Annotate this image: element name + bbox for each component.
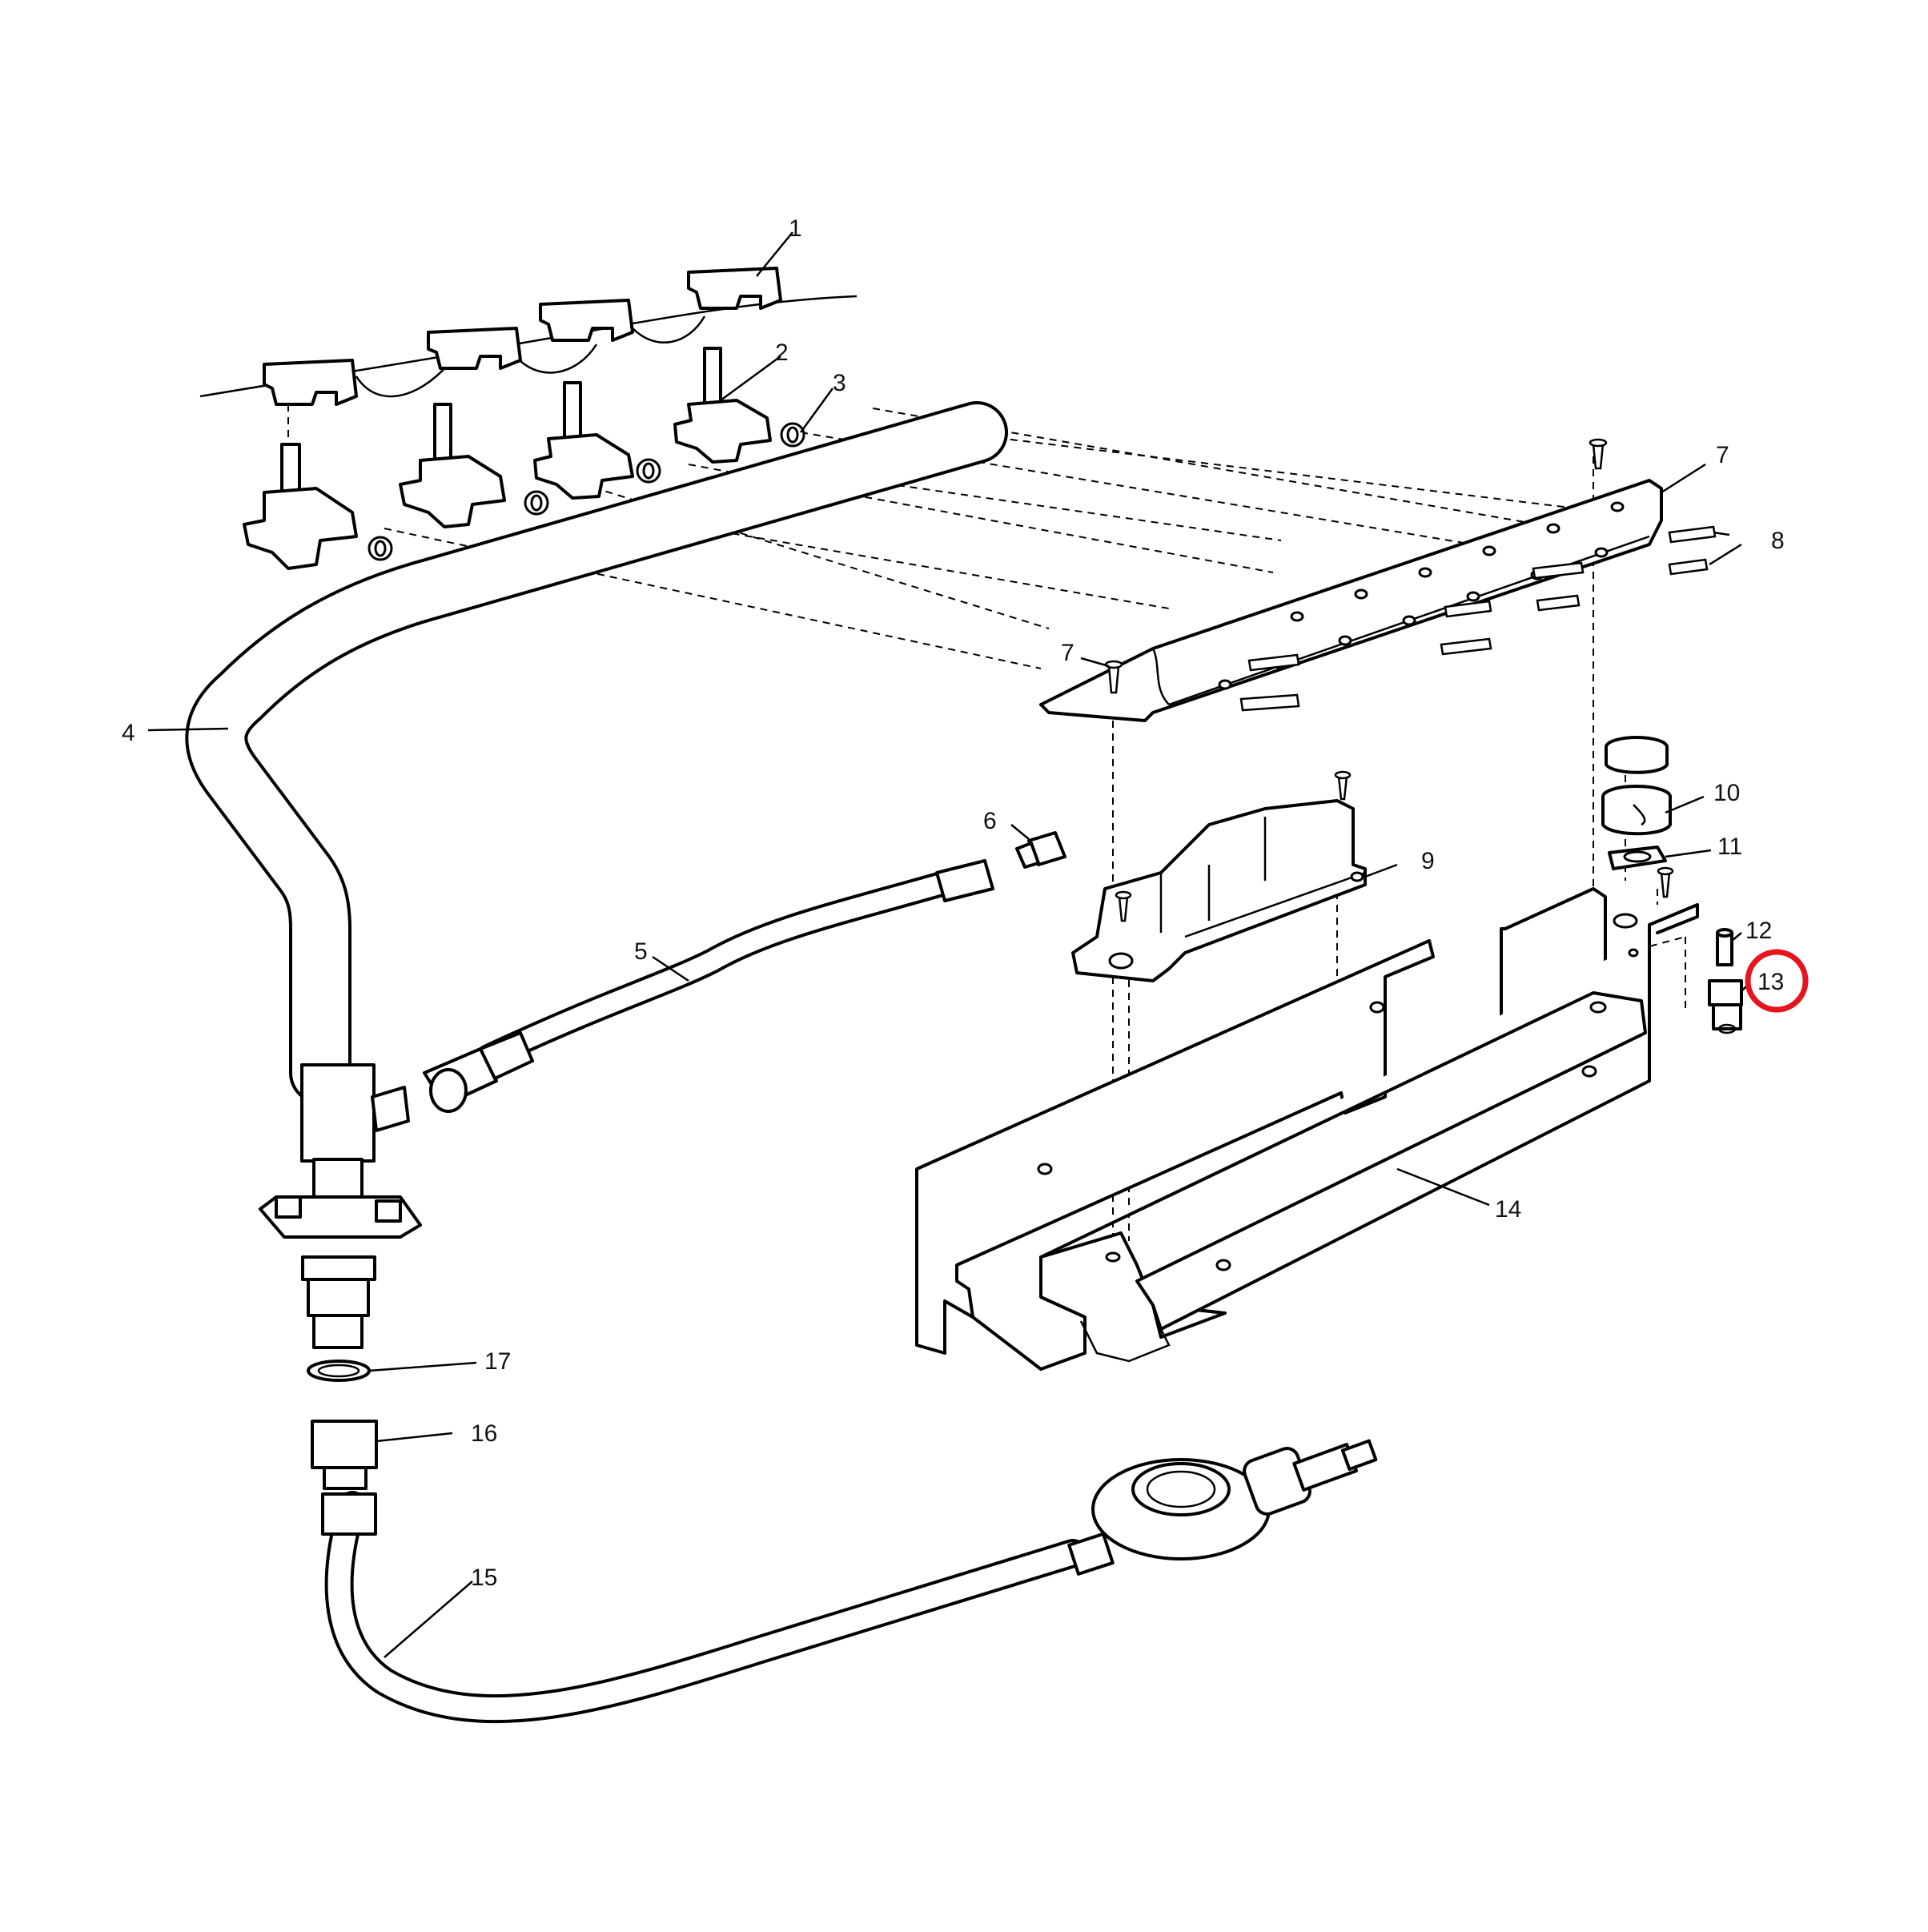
harness-clip-4 [687, 267, 782, 310]
callout-11: 11 [1717, 833, 1742, 860]
callout-5: 5 [634, 938, 648, 965]
gas-valves [243, 347, 805, 570]
leader-lines [147, 231, 1750, 1658]
manifold-bracket [1039, 438, 1663, 722]
callout-15: 15 [471, 1564, 497, 1591]
burner-base [915, 887, 1699, 1371]
callout-2: 2 [775, 339, 789, 366]
gas-valve-1 [243, 443, 393, 570]
nozzle [1015, 831, 1066, 869]
callout-16: 16 [471, 1420, 497, 1447]
callout-14: 14 [1495, 1196, 1521, 1223]
callout-17: 17 [484, 1348, 511, 1375]
callout-7a: 7 [1716, 442, 1729, 468]
screws [1239, 525, 1717, 712]
gas-valve-2 [399, 403, 549, 528]
callout-4: 4 [122, 720, 135, 746]
callout-12: 12 [1745, 918, 1772, 944]
callout-13: 13 [1757, 969, 1784, 995]
callout-6: 6 [983, 808, 997, 834]
o-ring [307, 1360, 371, 1382]
ignition-harness [199, 267, 858, 406]
harness-clip-3 [539, 299, 634, 342]
hose-regulator [321, 1439, 1378, 1724]
callout-3: 3 [833, 370, 846, 396]
gas-manifold-pipe [185, 401, 1008, 1349]
harness-clip-1 [263, 359, 358, 406]
gas-valve-3 [533, 381, 661, 500]
callout-8: 8 [1771, 528, 1785, 554]
callout-9: 9 [1421, 848, 1435, 874]
highlight-circle [1745, 949, 1809, 1013]
ignition-block [1071, 770, 1367, 982]
ignitor-assembly [1601, 736, 1743, 1034]
callout-labels: 1 2 3 4 5 6 7 7 8 9 10 11 12 13 14 15 16… [122, 215, 1785, 1591]
callout-1: 1 [789, 215, 802, 242]
callout-7b: 7 [1061, 640, 1074, 666]
harness-clip-2 [427, 327, 522, 370]
union-nut [311, 1420, 378, 1490]
callout-10: 10 [1713, 780, 1740, 806]
flexible-hose [423, 859, 994, 1113]
gas-valve-4 [673, 347, 805, 464]
